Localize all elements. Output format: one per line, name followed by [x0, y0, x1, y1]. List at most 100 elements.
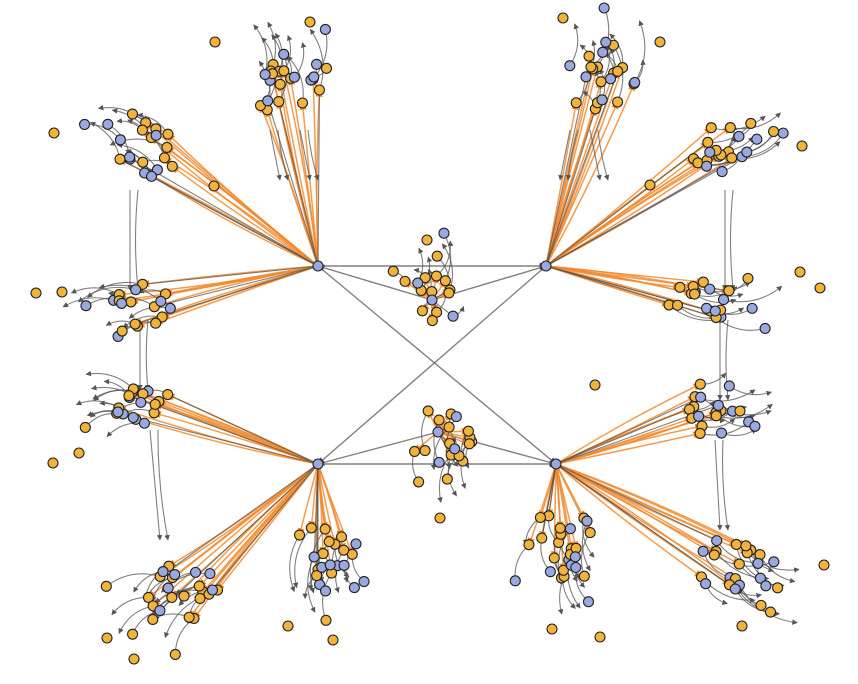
graph-edge [596, 5, 610, 68]
graph-node-orange [150, 317, 162, 329]
graph-node-blue [701, 160, 713, 172]
graph-node-orange [694, 427, 706, 439]
graph-node-orange [595, 76, 607, 88]
graph-edge [512, 544, 530, 582]
graph-edge [311, 463, 319, 558]
graph-node-blue [697, 545, 709, 557]
graph-node-blue [78, 118, 91, 130]
graph-node-orange [441, 473, 453, 485]
graph-node-blue [206, 584, 219, 596]
graph-edge [157, 429, 170, 541]
graph-node-blue [130, 284, 142, 296]
graph-node-blue [709, 305, 721, 317]
graph-node-blue [338, 559, 350, 571]
graph-node-blue [544, 566, 556, 578]
graph-node-orange [126, 108, 139, 120]
graph-node-orange [589, 379, 601, 391]
graph-node-blue [754, 572, 766, 584]
graph-node-orange [114, 153, 126, 165]
graph-node-orange [149, 398, 161, 410]
graph-node-orange [419, 272, 431, 284]
graph-edge [555, 383, 702, 465]
graph-node-blue [155, 295, 167, 307]
graph-node-orange [335, 531, 348, 543]
graph-edge [597, 129, 610, 181]
graph-edge [555, 463, 579, 550]
graph-edge [159, 463, 319, 611]
graph-node-orange [409, 445, 421, 457]
graph-node-orange [585, 61, 597, 73]
graph-node-blue [449, 443, 461, 455]
graph-edge [84, 121, 121, 141]
edge-layer [62, 5, 800, 655]
graph-edge [212, 463, 319, 591]
graph-node-orange [671, 299, 684, 311]
graph-edge [555, 405, 695, 465]
graph-node-orange [612, 96, 624, 108]
graph-edge [269, 129, 282, 181]
graph-node-orange [674, 281, 686, 293]
graph-node-blue [629, 76, 641, 89]
graph-edge [118, 265, 319, 304]
graph-node-orange [193, 580, 205, 592]
graph-edge [555, 463, 715, 556]
graph-node-blue [80, 300, 92, 312]
graph-edge [539, 463, 557, 539]
graph-edge [558, 129, 571, 181]
graph-node-blue [550, 458, 562, 470]
graph-edge [266, 100, 319, 267]
graph-node-orange [772, 582, 784, 594]
graph-node-orange [742, 272, 754, 284]
graph-edge [317, 264, 433, 301]
graph-node-blue [598, 2, 610, 14]
graph-node-orange [708, 549, 720, 561]
graph-node-orange [56, 286, 68, 298]
graph-node-orange [48, 127, 60, 139]
graph-node-blue [426, 294, 438, 306]
graph-node-orange [594, 631, 606, 643]
graph-node-blue [169, 569, 181, 581]
graph-node-orange [320, 62, 333, 74]
graph-edge [555, 463, 747, 547]
graph-edge [153, 411, 319, 465]
graph-node-blue [259, 68, 271, 81]
graph-node-blue [189, 566, 202, 578]
graph-node-blue [582, 596, 595, 608]
graph-node-blue [704, 283, 716, 295]
graph-edge [729, 189, 736, 291]
graph-node-orange [125, 296, 137, 308]
graph-node-blue [311, 58, 323, 70]
graph-edge [545, 154, 722, 267]
graph-node-orange [818, 559, 830, 571]
graph-node-orange [79, 421, 91, 433]
graph-node-orange [702, 136, 714, 148]
graph-node-blue [288, 71, 300, 83]
graph-node-orange [169, 648, 181, 660]
graph-edge [555, 463, 718, 542]
graph-node-blue [112, 406, 124, 418]
graph-node-orange [422, 405, 434, 417]
graph-edge [317, 265, 557, 465]
graph-node-orange [166, 160, 178, 172]
graph-edge [159, 463, 319, 577]
graph-node-orange [162, 388, 174, 401]
graph-node-blue [124, 151, 136, 163]
graph-edge [723, 285, 783, 303]
graph-node-orange [689, 288, 701, 300]
graph-node-blue [723, 380, 735, 392]
graph-node-orange [47, 457, 59, 469]
graph-node-blue [278, 48, 290, 60]
graph-node-blue [752, 557, 764, 569]
graph-node-orange [136, 124, 148, 136]
graph-node-orange [557, 12, 569, 24]
graph-edge [317, 265, 547, 465]
graph-node-blue [308, 71, 320, 83]
graph-node-blue [704, 146, 716, 158]
graph-node-orange [73, 447, 85, 459]
graph-node-orange [183, 611, 195, 623]
graph-node-orange [730, 538, 742, 551]
graph-node-orange [764, 606, 777, 618]
graph-node-orange [311, 570, 323, 582]
graph-node-orange [554, 522, 566, 534]
graph-node-orange [570, 97, 582, 109]
